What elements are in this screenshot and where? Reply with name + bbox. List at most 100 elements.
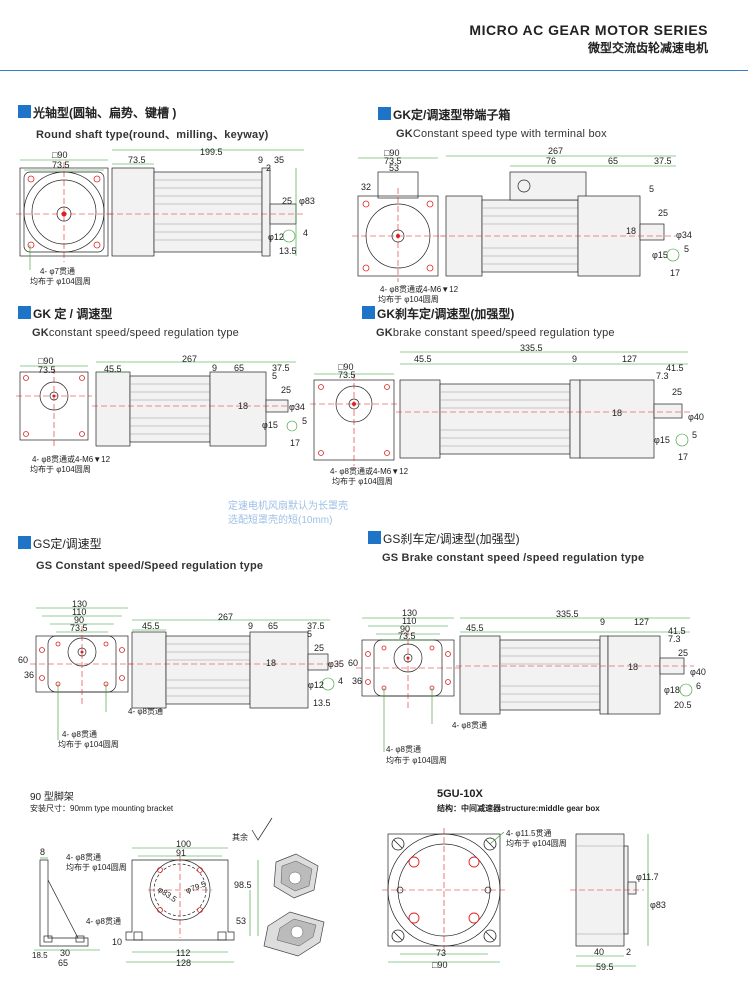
section-title-en: Round shaft type(round、milling、keyway): [36, 129, 269, 141]
hole-note: 均布于 φ104圆周: [378, 294, 439, 304]
dim-label: 25: [678, 648, 688, 658]
dim-label: 4: [303, 228, 308, 238]
hole-note: 均布于 φ104圆周: [386, 755, 447, 765]
section-marker-icon: [18, 306, 31, 319]
dim-label: 18: [266, 658, 276, 668]
dim-label: 53: [236, 916, 246, 926]
dim-label: 7.3: [656, 371, 669, 381]
dim-label: 9: [248, 621, 253, 631]
dim-label: 5: [649, 184, 654, 194]
dim-label: 128: [176, 958, 191, 968]
section-gk-brake: GK刹车定/调速型(加强型) GKbrake constant speed/sp…: [362, 305, 615, 339]
dim-label: 9: [258, 155, 263, 165]
dim-label: 65: [268, 621, 278, 631]
bracket-title: 90 型脚架: [30, 792, 74, 803]
drawing-gs-constant: 130 110 90 73.5 60 36 4- φ8贯通 4- φ8贯通 均布…: [18, 599, 344, 749]
dim-label: □90: [38, 356, 53, 366]
hole-note: 4- φ8贯通或4-M6▼12: [330, 466, 409, 476]
dim-label: 98.5: [234, 880, 252, 890]
dim-label: 90: [74, 615, 84, 625]
section-gk-constant: GK 定 / 调速型 GKconstant speed/speed regula…: [18, 305, 239, 339]
dim-label: 45.5: [466, 623, 484, 633]
section-gs-brake: GS刹车定/调速型(加强型) GS Brake constant speed /…: [368, 530, 644, 564]
hole-note: 4- φ8贯通: [66, 852, 101, 862]
dim-label: 18: [238, 401, 248, 411]
section-gk-terminal: GK定/调速型带端子箱 GKConstant speed type with t…: [378, 106, 607, 140]
dim-label: 335.5: [556, 609, 579, 619]
dim-label: 53: [389, 163, 399, 173]
dim-label: 335.5: [520, 343, 543, 353]
dim-label: 18.5: [32, 951, 48, 960]
dim-label: □90: [52, 150, 67, 160]
dim-label: 73.5: [38, 365, 56, 375]
dim-label: 18: [626, 226, 636, 236]
dim-label: □90: [432, 960, 447, 970]
dim-label: φ83: [650, 900, 666, 910]
dim-label: 91: [176, 848, 186, 858]
dim-label: 5: [272, 371, 277, 381]
dim-label: 267: [548, 146, 563, 156]
drawing-gk-terminal: □90 73.5 53 32 4- φ8贯通或4-M6▼12 均布于 φ104圆…: [352, 146, 692, 304]
section-title-en: Constant speed type with terminal box: [412, 128, 607, 140]
dim-label: 41.5: [668, 626, 686, 636]
section-round-shaft: 光轴型(圆轴、扁势、键槽 ) Round shaft type(round、mi…: [18, 104, 269, 142]
dim-label: 9: [212, 363, 217, 373]
section-title-cn: GS刹车定/调速型(加强型): [383, 532, 520, 546]
dim-label: 73.5: [128, 155, 146, 165]
dim-label: 76: [546, 156, 556, 166]
dim-label: 73.5: [384, 156, 402, 166]
dim-label: □90: [338, 362, 353, 372]
dim-label: 20.5: [674, 700, 692, 710]
dim-label: 45.5: [414, 354, 432, 364]
section-title-cn: 光轴型(圆轴、扁势、键槽 ): [33, 106, 177, 120]
section-title-cn: GS定/调速型: [33, 537, 102, 551]
section-title-cn: GK 定 / 调速型: [33, 307, 113, 321]
dim-label: φ15: [652, 250, 668, 260]
hole-note: 4- φ8贯通: [386, 744, 421, 754]
dim-label: 18: [628, 662, 638, 672]
dim-label: 60: [348, 658, 358, 668]
hole-note: 4- φ7贯通: [40, 266, 75, 276]
dim-label: 9: [572, 354, 577, 364]
hole-note: 均布于 φ104圆周: [66, 862, 127, 872]
dim-label: φ12: [268, 232, 284, 242]
section-title-en: GS Constant speed/Speed regulation type: [36, 560, 264, 572]
dim-label: 10: [112, 937, 122, 947]
dim-label: 13.5: [313, 698, 331, 708]
dim-label: φ35: [328, 659, 344, 669]
dim-label: 13.5: [279, 246, 297, 256]
dim-label: 35: [274, 155, 284, 165]
dim-label: 25: [658, 208, 668, 218]
section-title-cn: GK刹车定/调速型(加强型): [377, 307, 515, 321]
section-marker-icon: [368, 531, 381, 544]
dim-label: 73: [436, 948, 446, 958]
section-title-en: GS Brake constant speed /speed regulatio…: [382, 552, 645, 564]
dim-label: 9: [600, 617, 605, 627]
fan-note-line: 选配短罩壳的短(10mm): [228, 515, 333, 526]
dim-label: 65: [58, 958, 68, 968]
fan-note-line: 定速电机风扇默认为长罩壳: [228, 501, 348, 512]
dim-label: 267: [218, 612, 233, 622]
dim-label: 5: [302, 416, 307, 426]
section-title-en-prefix: GK: [376, 327, 393, 339]
hole-note: 4- φ8贯通: [452, 720, 487, 730]
hole-note: 均布于 φ104圆周: [30, 276, 91, 286]
dim-label: 112: [176, 948, 190, 958]
bracket-3d-icon: [273, 853, 319, 899]
section-marker-icon: [18, 105, 31, 118]
dim-label: φ40: [688, 412, 704, 422]
dim-label: 5: [307, 629, 312, 639]
hole-note: 4- φ11.5贯通: [506, 828, 552, 838]
dim-label: φ18: [664, 685, 680, 695]
gu-title: 5GU-10X: [437, 788, 483, 800]
dim-label: φ34: [289, 402, 305, 412]
dim-label: 41.5: [666, 363, 684, 373]
dim-label: 40: [594, 947, 604, 957]
drawing-5gu: 4- φ11.5贯通 均布于 φ104圆周 73 □90 φ11.7 φ83 4…: [382, 828, 666, 972]
dim-label: 130: [72, 599, 87, 609]
header-divider: [0, 70, 748, 71]
dim-label: 59.5: [596, 962, 614, 972]
dim-label: φ40: [690, 667, 706, 677]
dim-label: 37.5: [654, 156, 672, 166]
dim-label: 100: [176, 839, 191, 849]
